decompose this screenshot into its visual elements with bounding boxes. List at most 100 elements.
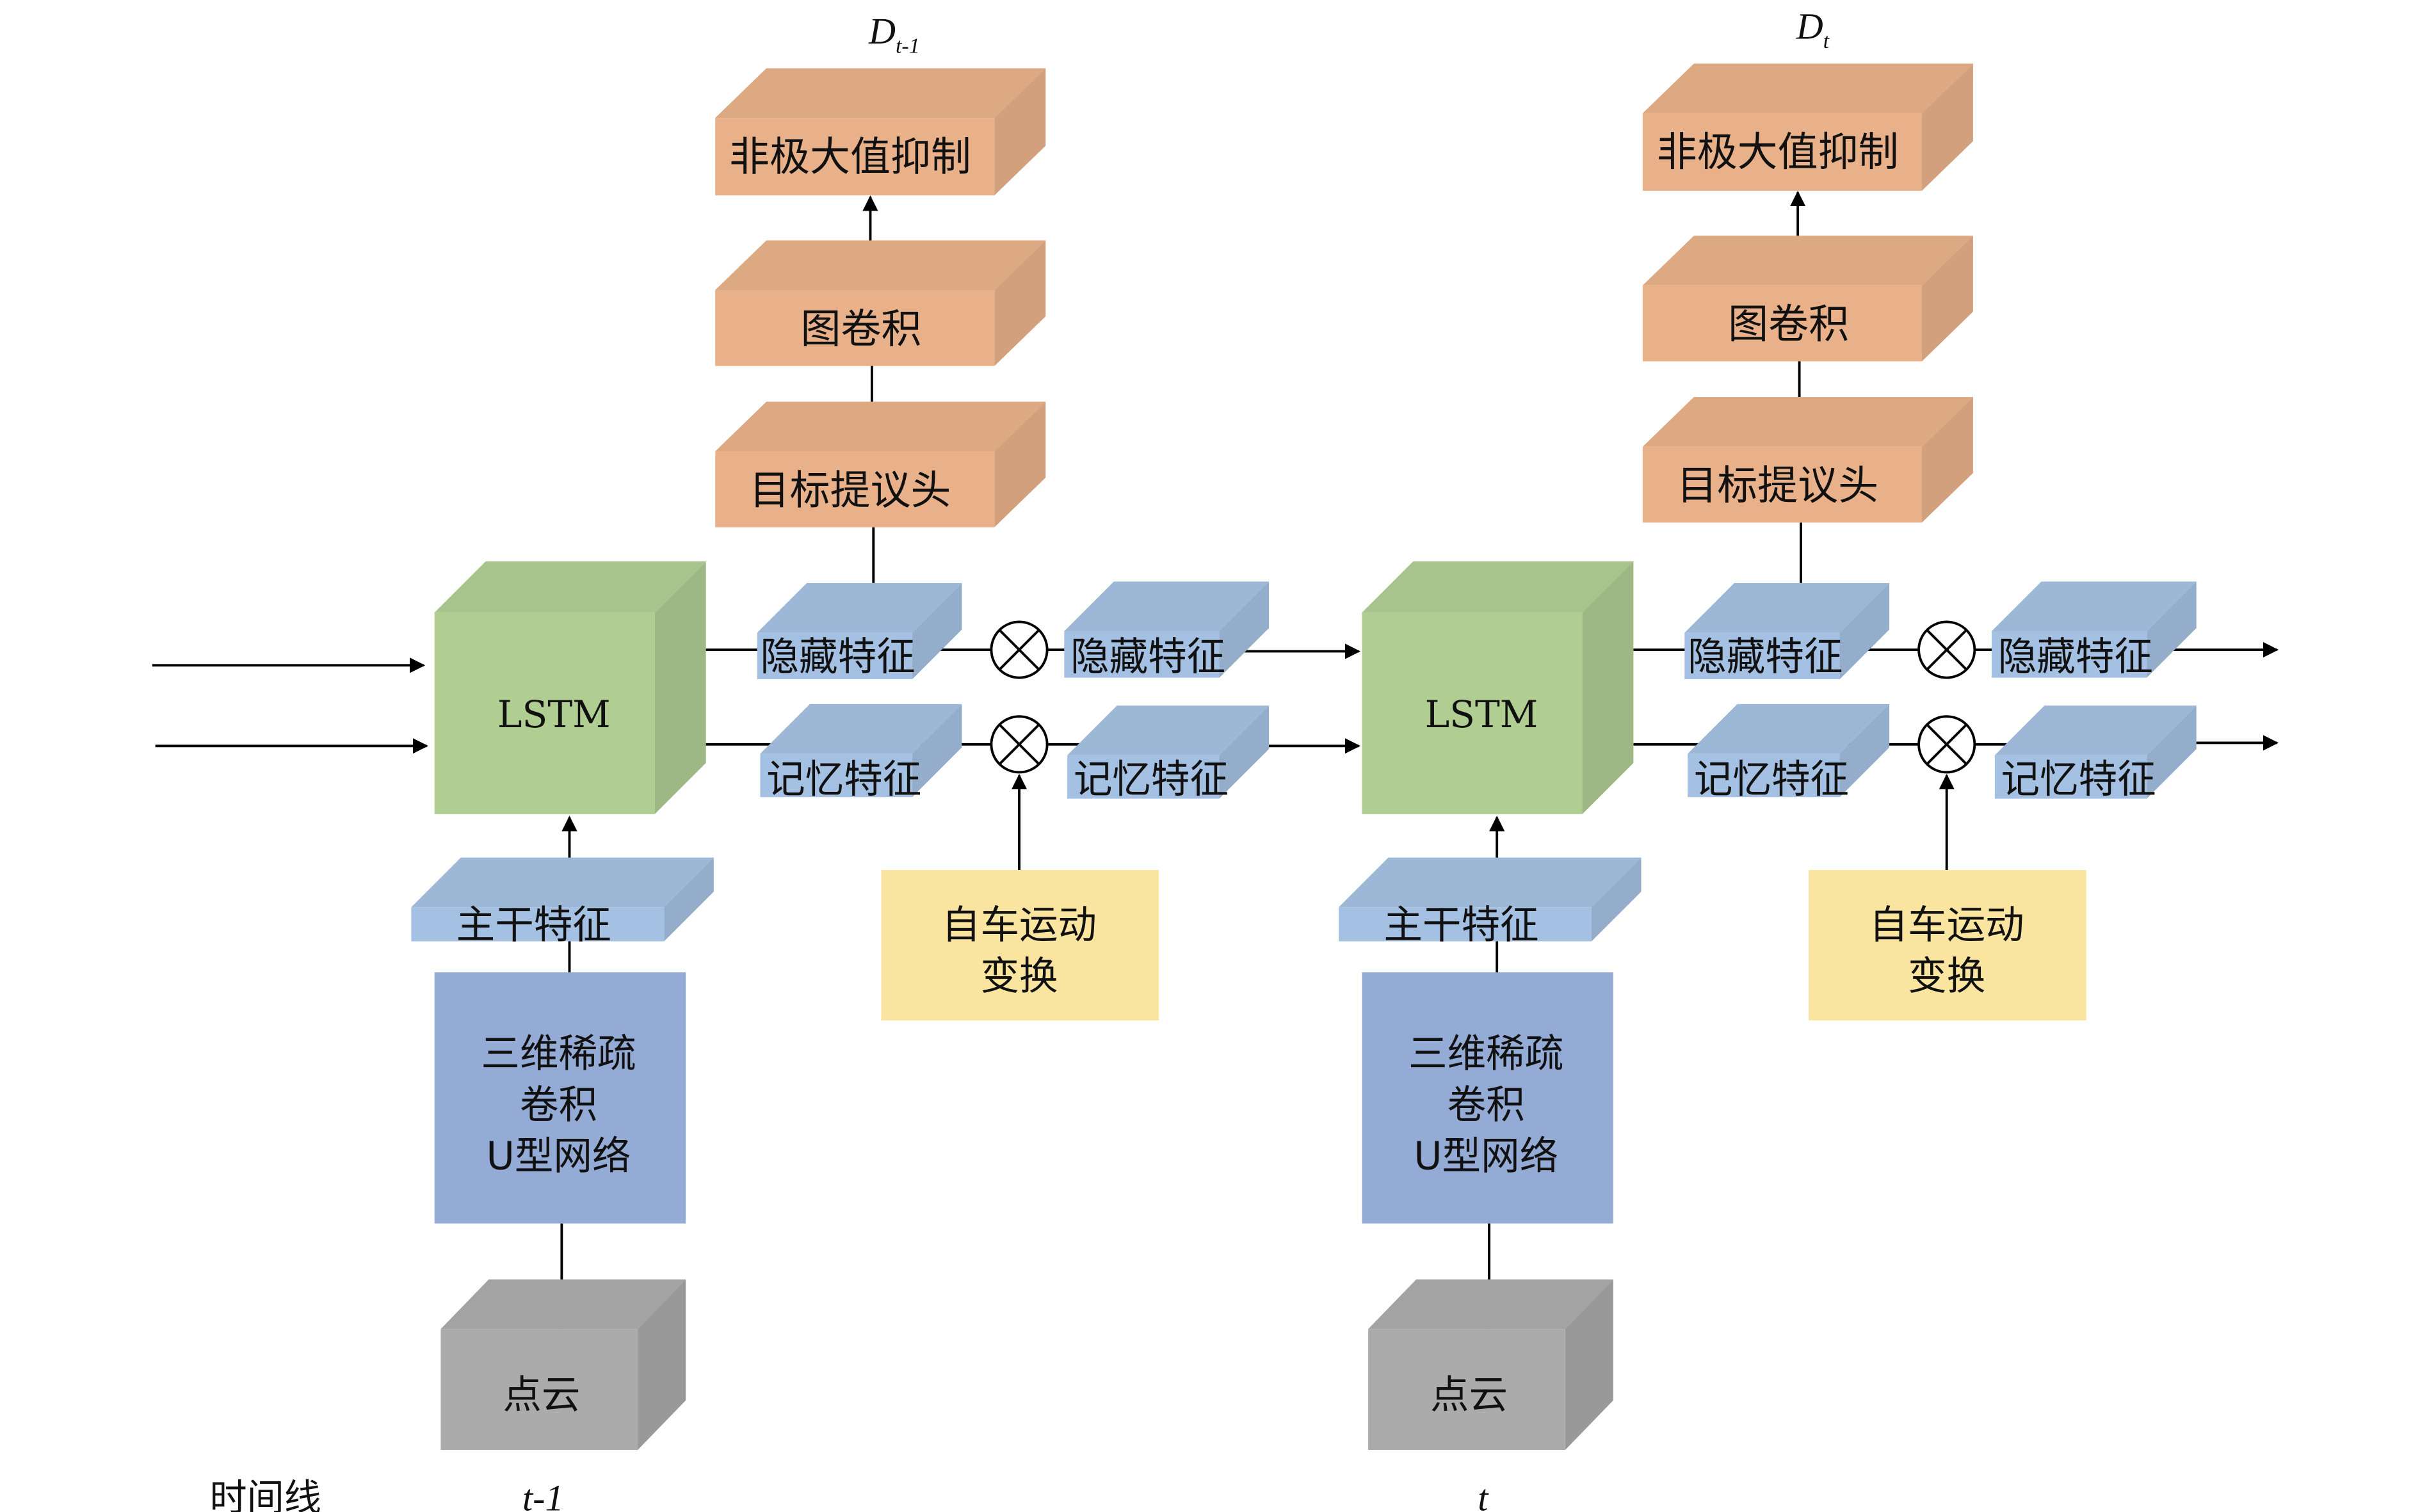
timeline-label: 时间线 xyxy=(209,1476,321,1512)
hidden-feature-box xyxy=(757,583,962,680)
memory-feature-transformed-box-side-face xyxy=(2147,705,2197,799)
sparse-unet-label-line3: U型网络 xyxy=(487,1134,631,1179)
backbone-feature-box-front-face xyxy=(1339,907,1592,942)
multiply-cross xyxy=(998,629,1040,671)
nms-box-side-face xyxy=(1921,63,1973,191)
hidden-multiply-node xyxy=(1917,620,1976,679)
point-cloud-box-front-face xyxy=(1368,1329,1565,1451)
backbone-feature-box-top-face xyxy=(411,857,714,908)
proposal-head-box-side-face xyxy=(1921,397,1973,523)
output-label-main: D xyxy=(868,10,896,52)
sparse-unet-label-line3: U型网络 xyxy=(1414,1134,1558,1179)
point-cloud-box-side-face xyxy=(1565,1279,1613,1451)
memory-feature-transformed-box-front-face xyxy=(1067,755,1220,799)
ego-motion-label-line1: 自车运动 xyxy=(942,903,1097,948)
nms-box-top-face xyxy=(715,68,1046,118)
sparse-unet-label-line2: 卷积 xyxy=(520,1083,597,1128)
backbone-feature-label: 主干特征 xyxy=(456,903,611,948)
graph-conv-label: 图卷积 xyxy=(1728,301,1849,348)
memory-feature-transformed-box-front-face xyxy=(1994,755,2147,799)
ego-motion-label-line1: 自车运动 xyxy=(1869,903,2024,948)
ego-motion-label-line2: 变换 xyxy=(1908,954,1985,999)
proposal-head-box-top-face xyxy=(1642,397,1973,447)
memory-feature-transformed-box-top-face xyxy=(1994,705,2197,755)
point-cloud-label: 点云 xyxy=(503,1373,580,1418)
hidden-feature-box-front-face xyxy=(1684,632,1840,680)
ego-motion-label-line2: 变换 xyxy=(980,954,1058,999)
output-label-sub: t xyxy=(1823,29,1830,53)
memory-feature-transformed-box-side-face xyxy=(1219,705,1270,799)
ego-motion-box xyxy=(1809,870,2086,1021)
lstm-label: LSTM xyxy=(497,693,611,736)
hidden-feature-transformed-box-front-face xyxy=(1991,631,2147,678)
memory-feature-label: 记忆特征 xyxy=(766,757,921,802)
graph-conv-box-top-face xyxy=(1642,236,1973,286)
memory-feature-transformed-box xyxy=(1067,705,1270,799)
hidden-feature-box-side-face xyxy=(1839,583,1890,680)
proposal-head-box xyxy=(1642,397,1973,523)
hidden-feature-box-top-face xyxy=(1684,583,1890,633)
output-label-sub: t-1 xyxy=(896,34,920,58)
nms-box-front-face xyxy=(715,118,995,196)
hidden-feature-box xyxy=(1684,583,1890,680)
memory-feature-box-side-face xyxy=(1839,704,1890,798)
memory-multiply-node xyxy=(1917,715,1976,774)
graph-conv-box-side-face xyxy=(994,240,1046,366)
memory-feature-transformed-label: 记忆特征 xyxy=(2001,757,2156,802)
lstm-box xyxy=(434,561,706,814)
nms-box-top-face xyxy=(1642,63,1973,113)
hidden-feature-label: 隐藏特征 xyxy=(1688,635,1843,680)
memory-feature-box-front-face xyxy=(760,753,912,798)
proposal-head-box-front-face xyxy=(1642,446,1922,523)
memory-feature-label: 记忆特征 xyxy=(1694,757,1849,802)
hidden-feature-transformed-box-top-face xyxy=(1991,581,2197,631)
graph-conv-box-side-face xyxy=(1921,236,1973,362)
time-label: t xyxy=(1478,1477,1489,1512)
backbone-feature-box xyxy=(411,857,714,942)
point-cloud-box-top-face xyxy=(440,1279,686,1330)
hidden-feature-transformed-label: 隐藏特征 xyxy=(1070,635,1225,680)
hidden-feature-transformed-box-front-face xyxy=(1064,631,1220,678)
point-cloud-label: 点云 xyxy=(1430,1373,1508,1418)
graph-conv-box xyxy=(1642,236,1973,362)
hidden-feature-box-side-face xyxy=(912,583,962,680)
nms-label: 非极大值抑制 xyxy=(729,133,971,180)
nms-box xyxy=(1642,63,1973,191)
point-cloud-box xyxy=(440,1279,686,1451)
hidden-feature-transformed-box-side-face xyxy=(2147,581,2197,678)
frame-t: 非极大值抑制图卷积目标提议头DtLSTM隐藏特征记忆特征隐藏特征记忆特征自车运动… xyxy=(1339,6,2279,1512)
lstm-label: LSTM xyxy=(1425,693,1538,736)
backbone-feature-box xyxy=(1339,857,1642,942)
memory-feature-box-top-face xyxy=(760,704,962,754)
hidden-feature-box-front-face xyxy=(757,632,912,680)
graph-conv-box-front-face xyxy=(1642,285,1922,362)
memory-feature-transformed-box xyxy=(1994,705,2197,799)
proposal-head-label: 目标提议头 xyxy=(750,467,951,513)
sparse-unet-label-line1: 三维稀疏 xyxy=(481,1032,636,1077)
hidden-feature-transformed-box xyxy=(1991,581,2197,678)
proposal-head-box xyxy=(715,401,1046,527)
graph-conv-box-front-face xyxy=(715,290,995,366)
hidden-feature-transformed-label: 隐藏特征 xyxy=(1998,635,2153,680)
output-label-main: D xyxy=(1796,6,1823,47)
lstm-box-top-face xyxy=(1362,561,1634,613)
nms-box-side-face xyxy=(994,68,1046,196)
hidden-feature-box-top-face xyxy=(757,583,962,633)
point-cloud-box xyxy=(1368,1279,1613,1451)
output-label: Dt-1 xyxy=(868,10,920,58)
lstm-box-side-face xyxy=(1582,561,1634,814)
backbone-feature-box-side-face xyxy=(664,857,714,942)
point-cloud-box-side-face xyxy=(638,1279,686,1451)
proposal-head-label: 目标提议头 xyxy=(1677,462,1878,509)
multiply-cross xyxy=(1926,723,1967,765)
backbone-feature-box-side-face xyxy=(1591,857,1642,942)
lstm-box-top-face xyxy=(434,561,706,613)
graph-conv-box-top-face xyxy=(715,240,1046,291)
hidden-feature-transformed-box xyxy=(1064,581,1270,678)
ego-motion-box xyxy=(881,870,1159,1021)
backbone-feature-box-front-face xyxy=(411,907,665,942)
hidden-multiply-node xyxy=(990,620,1049,679)
graph-conv-label: 图卷积 xyxy=(800,305,921,352)
nms-box-front-face xyxy=(1642,113,1922,191)
